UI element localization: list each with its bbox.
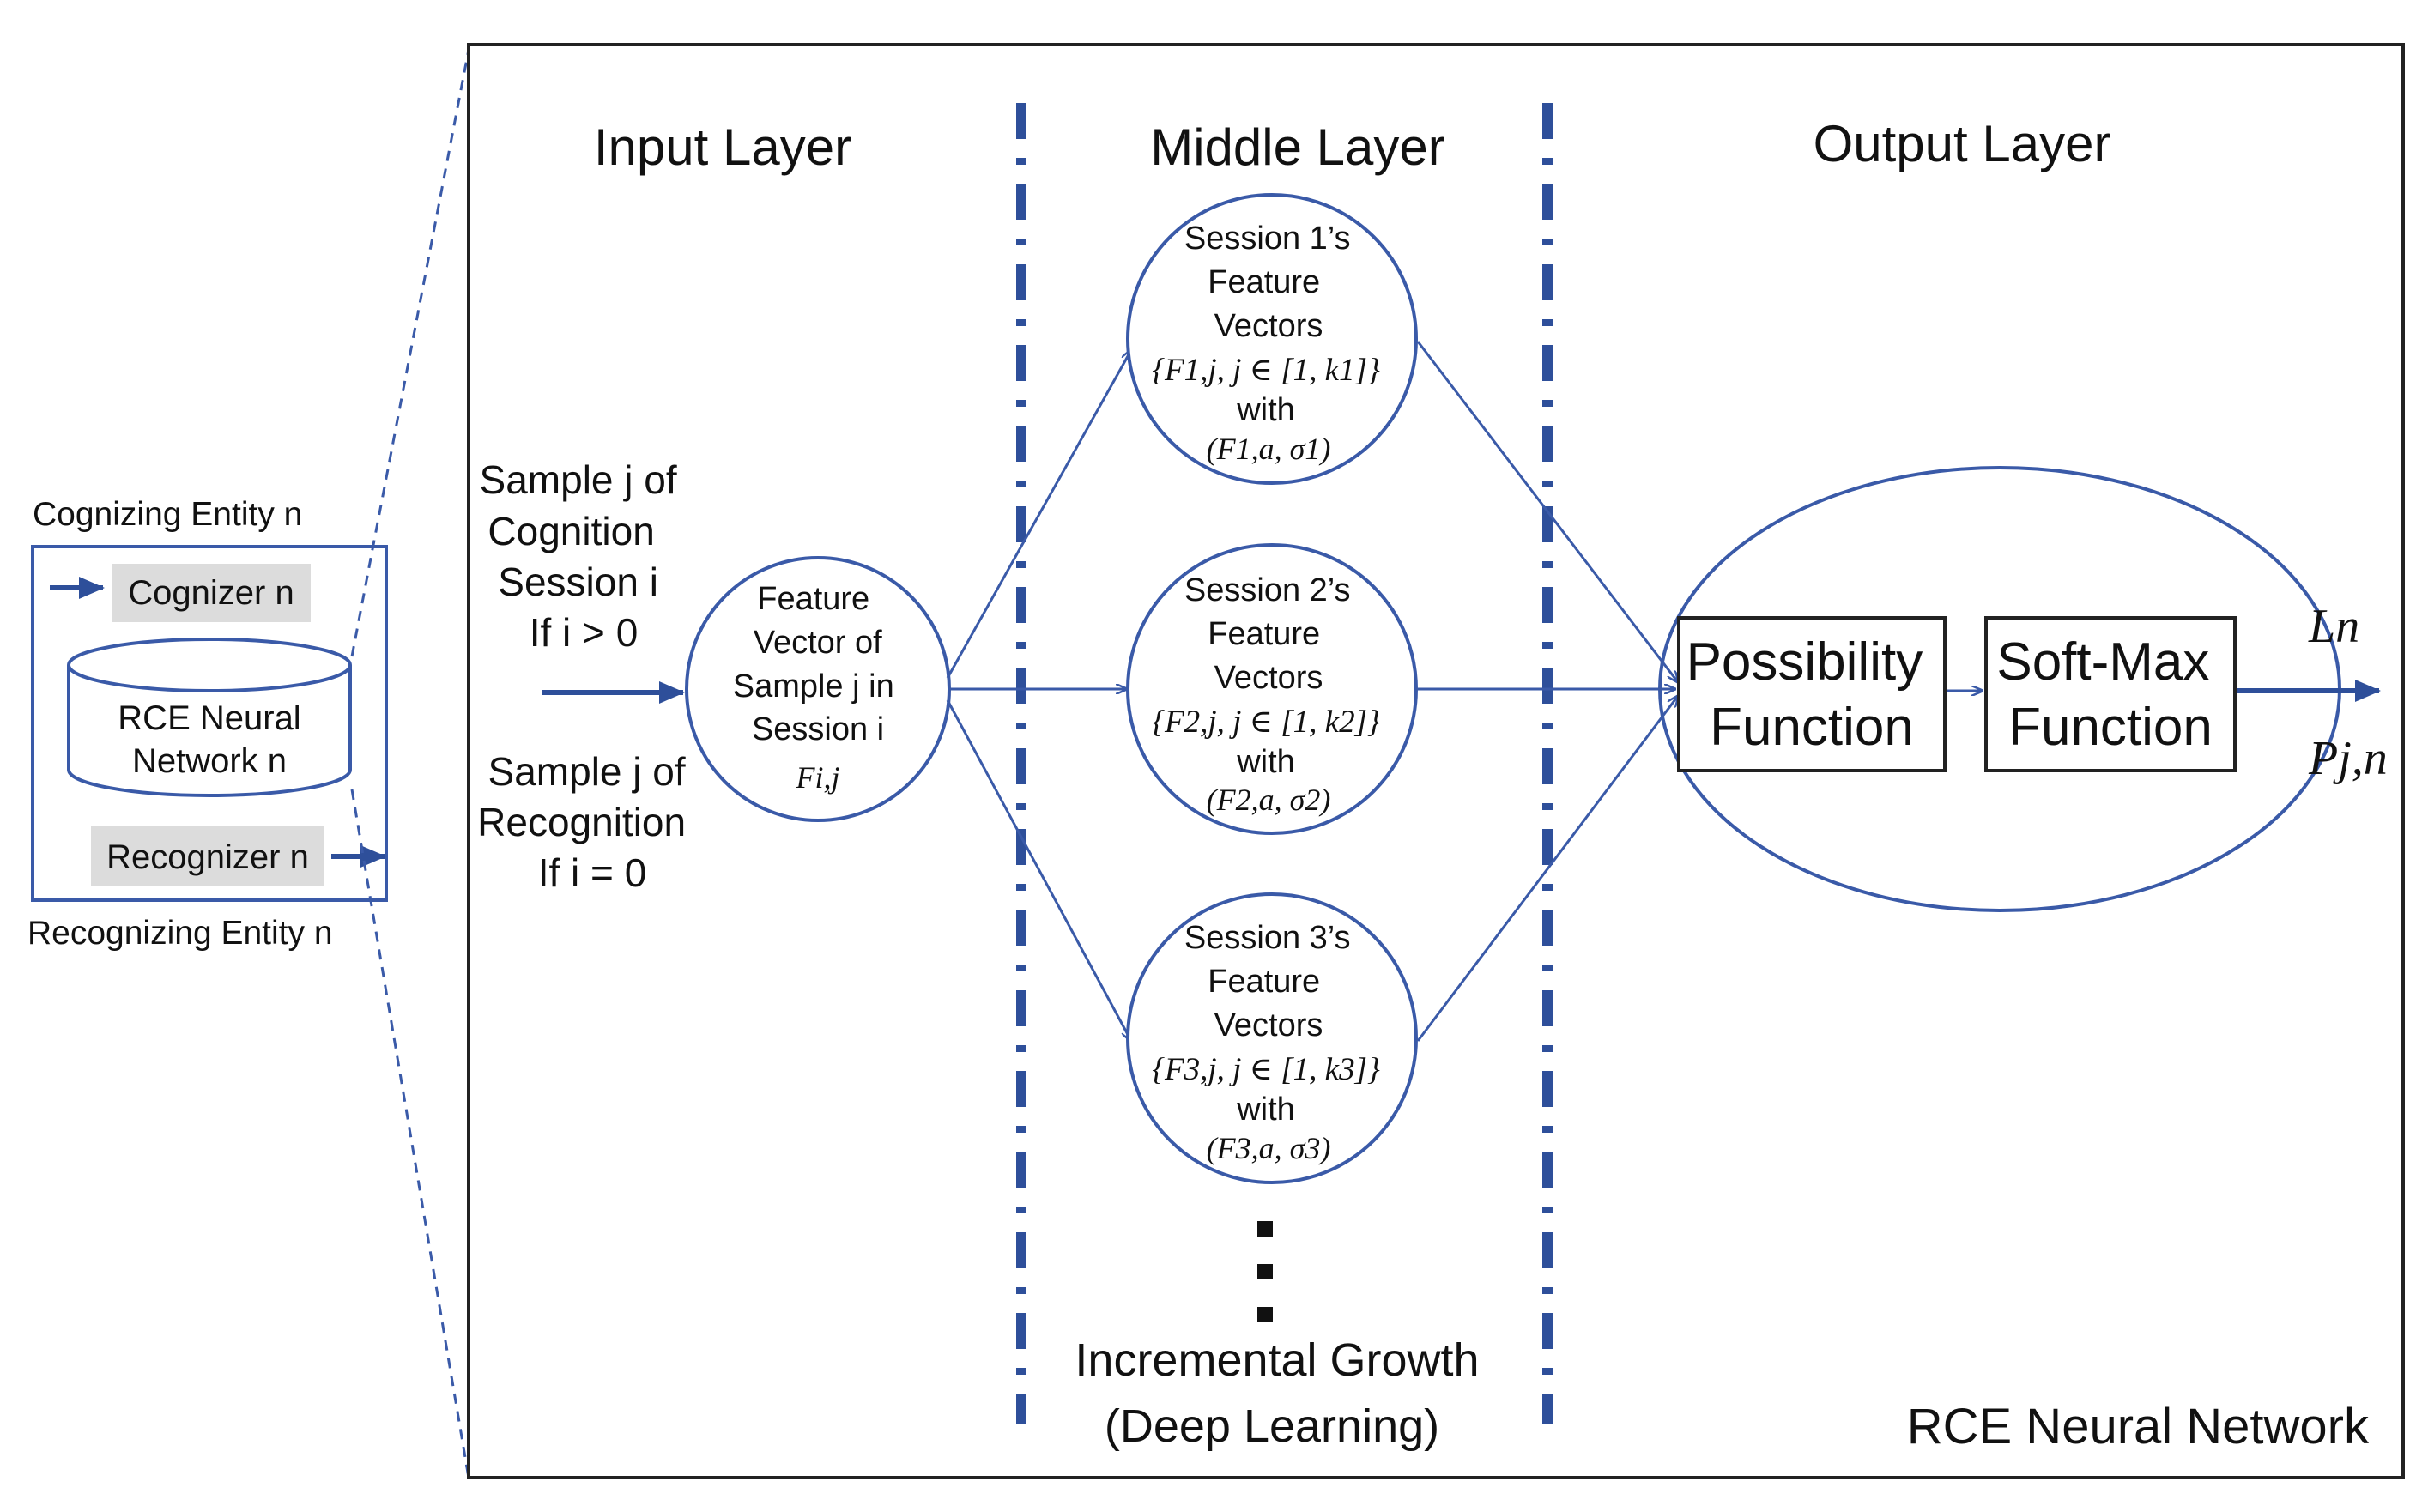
session-node-3: Session 3’s Feature Vectors {F3,j, j ∈ [… xyxy=(1126,892,1418,1184)
possibility-function-box xyxy=(1677,616,1947,772)
recognizer-label: Recognizer n xyxy=(106,838,309,876)
edge-feature-session3 xyxy=(946,699,1131,1041)
cognition-input-text: Sample j of Cognition Session i If i > 0 xyxy=(480,457,688,655)
rce-network-label-1: RCE Neural xyxy=(118,699,300,737)
feature-vector-text: Feature Vector of Sample j in Session i xyxy=(733,581,904,747)
svg-text:{F2,j, j ∈ [1, k2]}: {F2,j, j ∈ [1, k2]} xyxy=(1152,705,1380,740)
svg-text:Session 1’s Feature: Session 1’s Feature Vectors xyxy=(1184,221,1359,344)
recognizing-entity-label: Recognizing Entity n xyxy=(27,915,333,952)
output-L-label: Ln xyxy=(2308,600,2359,653)
input-layer-title: Input Layer xyxy=(594,118,851,176)
svg-text:Session 2’s Feature: Session 2’s Feature Vectors xyxy=(1184,572,1359,696)
edge-feature-session1 xyxy=(946,350,1131,679)
zoom-line-bottom xyxy=(350,789,470,1479)
ellipsis-dot-1 xyxy=(1257,1221,1273,1237)
output-layer-title: Output Layer xyxy=(1814,115,2111,172)
recognition-input-text: Sample j of Recognition If i = 0 xyxy=(477,749,697,895)
rce-network-label-2: Network n xyxy=(132,742,287,780)
svg-text:with: with xyxy=(1236,1092,1295,1128)
possibility-function-text: Possibility Function xyxy=(1686,632,1938,757)
session-node-2: Session 2’s Feature Vectors {F2,j, j ∈ [… xyxy=(1126,543,1418,835)
svg-text:Session 3’s Feature: Session 3’s Feature Vectors xyxy=(1184,920,1359,1043)
incremental-growth-label: Incremental Growth xyxy=(1075,1334,1479,1386)
session-node-1: Session 1’s Feature Vectors {F1,j, j ∈ [… xyxy=(1126,193,1418,485)
feature-vector-math: Fi,j xyxy=(796,760,840,795)
svg-text:(F3,a, σ3): (F3,a, σ3) xyxy=(1207,1131,1331,1165)
entity-box xyxy=(31,545,388,902)
softmax-function-box xyxy=(1984,616,2237,772)
rce-network-caption: RCE Neural Network xyxy=(1907,1399,2370,1455)
edge-session1-output xyxy=(1416,341,1678,682)
zoom-line-top xyxy=(350,49,470,657)
svg-text:(F2,a, σ2): (F2,a, σ2) xyxy=(1207,783,1331,817)
middle-layer-title: Middle Layer xyxy=(1150,118,1445,176)
deep-learning-label: (Deep Learning) xyxy=(1105,1400,1439,1452)
softmax-function-text: Soft-Max Function xyxy=(1996,632,2224,757)
recognizer-box xyxy=(91,826,324,886)
database-icon xyxy=(67,638,352,797)
svg-text:with: with xyxy=(1236,392,1295,428)
ellipsis-dot-2 xyxy=(1257,1264,1273,1279)
svg-text:with: with xyxy=(1236,744,1295,780)
edge-session3-output xyxy=(1416,696,1678,1042)
svg-text:(F1,a, σ1): (F1,a, σ1) xyxy=(1207,432,1331,466)
svg-text:{F3,j, j ∈ [1, k3]}: {F3,j, j ∈ [1, k3]} xyxy=(1152,1052,1380,1087)
cognizer-box xyxy=(112,564,311,622)
cognizer-label: Cognizer n xyxy=(128,574,294,612)
cognizing-entity-label: Cognizing Entity n xyxy=(33,496,302,533)
output-P-label: Pj,n xyxy=(2308,732,2388,785)
ellipsis-dot-3 xyxy=(1257,1307,1273,1322)
svg-text:{F1,j, j ∈ [1, k1]}: {F1,j, j ∈ [1, k1]} xyxy=(1152,353,1380,388)
rce-network-frame xyxy=(467,43,2405,1479)
